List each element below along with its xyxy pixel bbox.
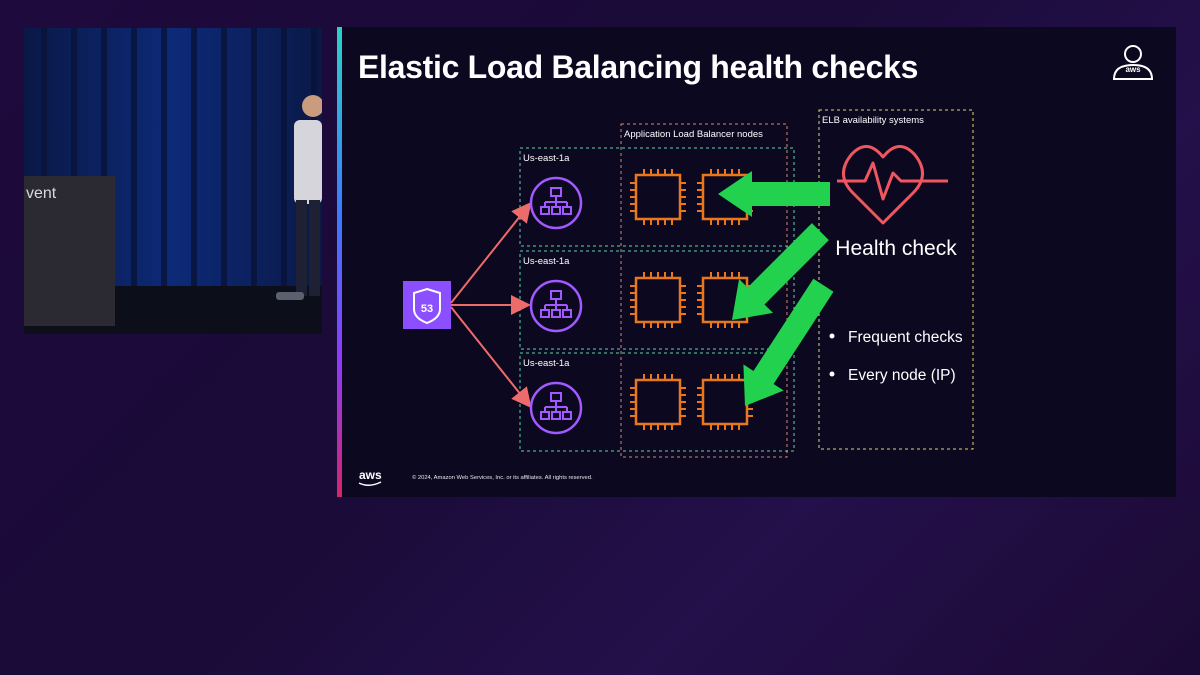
zone-label: Us-east-1a: [523, 256, 570, 267]
zone-label: Us-east-1a: [523, 153, 570, 164]
corner-badge-text: aws: [1125, 65, 1141, 74]
podium-sign-text: vent: [26, 185, 57, 202]
podium: [24, 176, 115, 326]
elb-systems-label: ELB availability systems: [822, 115, 924, 126]
zone-3: Us-east-1a: [519, 352, 795, 452]
health-check-arrow-2: [732, 223, 829, 320]
aws-footer-logo: aws: [358, 468, 382, 486]
bullet-item: Frequent checks: [848, 329, 963, 346]
aws-user-badge-icon: aws: [1112, 45, 1154, 80]
health-check-arrow-1: [718, 171, 830, 217]
bullet-dot-icon: [829, 371, 835, 377]
architecture-diagram: aws Application Load Balancer nodes Us-e…: [358, 45, 1154, 486]
presentation-slide: Elastic Load Balancing health checks aws…: [337, 27, 1176, 497]
health-check-label: Health check: [835, 237, 957, 260]
aws-smile-icon: [358, 481, 382, 486]
bullet-item: Every node (IP): [848, 367, 956, 384]
dns-arrow-zone-3: [450, 306, 532, 409]
dns-routing-arrows: [450, 201, 532, 409]
presenter-video: vent: [24, 28, 322, 334]
load-balancer-icon: [529, 279, 583, 333]
route53-badge-text: 53: [421, 303, 433, 315]
alb-node-chip-icon: [630, 374, 686, 430]
alb-nodes-label: Application Load Balancer nodes: [624, 129, 763, 140]
slide-accent-bar: [337, 27, 342, 497]
route53-icon: 53: [403, 281, 451, 329]
zone-2: Us-east-1a: [519, 250, 795, 350]
alb-node-chip-icon: [630, 169, 686, 225]
stage-scene: vent: [24, 28, 322, 334]
heart-health-icon: [837, 145, 948, 225]
footer-logo-text: aws: [359, 468, 382, 482]
alb-nodes-box: [620, 123, 788, 458]
presenter: [276, 95, 322, 300]
alb-node-chip-icon: [630, 272, 686, 328]
load-balancer-icon: [529, 381, 583, 435]
slide-title: Elastic Load Balancing health checks: [358, 49, 919, 85]
bullet-dot-icon: [829, 333, 835, 339]
dns-arrow-zone-1: [450, 201, 532, 304]
health-check-arrow-3: [743, 278, 834, 406]
copyright-text: © 2024, Amazon Web Services, Inc. or its…: [412, 474, 593, 481]
load-balancer-icon: [529, 176, 583, 230]
bullet-list: Frequent checks Every node (IP): [829, 329, 963, 384]
zone-1: Us-east-1a: [519, 147, 795, 247]
elb-systems-box: [818, 109, 974, 450]
health-check-arrows: [718, 171, 834, 406]
zone-label: Us-east-1a: [523, 358, 570, 369]
